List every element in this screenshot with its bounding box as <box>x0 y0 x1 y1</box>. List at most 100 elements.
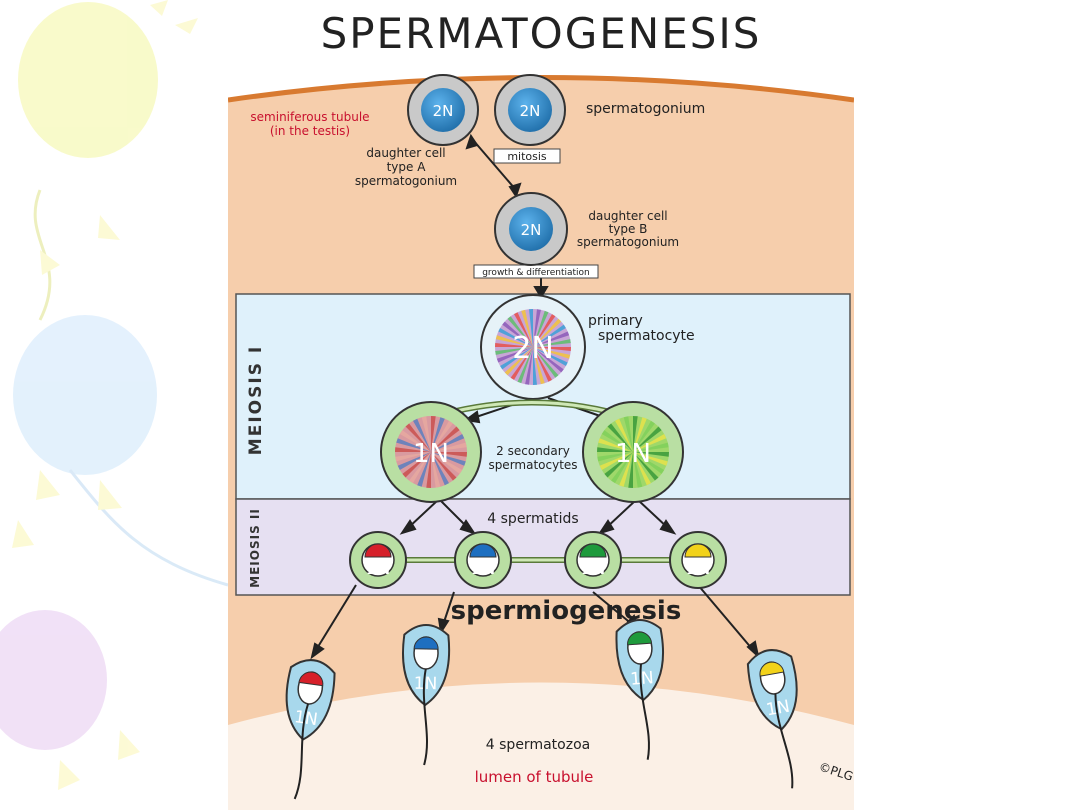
chromosome-pattern <box>431 452 449 486</box>
chromosome-pattern <box>502 321 533 347</box>
chromosome-pattern <box>395 452 431 462</box>
ploidy-label: 1N <box>615 439 651 469</box>
chromosome-pattern <box>533 347 571 359</box>
secondary-spermatocyte-cell-2: 1N <box>582 401 684 503</box>
daughter-a-label-3: spermatogonium <box>355 174 457 188</box>
chromosome-pattern <box>633 452 668 466</box>
spermatozoa-label: 4 spermatozoa <box>486 737 590 753</box>
chromosome-pattern <box>431 417 445 452</box>
chromosome-pattern <box>533 347 571 351</box>
chromosome-pattern <box>633 426 662 452</box>
acrosome-cap <box>627 631 653 646</box>
chromosome-pattern <box>633 452 643 488</box>
chromosome-pattern <box>498 328 533 347</box>
lumen-label: lumen of tubule <box>475 768 594 786</box>
chromosome-pattern <box>619 452 633 487</box>
chromosome-pattern <box>529 309 533 347</box>
chromosome-pattern <box>633 452 651 486</box>
spermatozoon-cell: 1N <box>746 649 798 789</box>
spermatid-cell: 1N <box>564 531 622 589</box>
chromosome-pattern <box>633 420 655 452</box>
chromosome-pattern <box>431 442 467 452</box>
ploidy-label: 1N <box>471 558 496 579</box>
chromosome-pattern <box>507 316 533 347</box>
chromosome-pattern <box>597 447 633 452</box>
chromosome-pattern <box>431 452 463 474</box>
chromosome-pattern <box>615 418 633 452</box>
chromosome-pattern <box>405 423 431 452</box>
meiosis-ii-label: MEIOSIS II <box>248 508 262 588</box>
ploidy-label: 1N <box>293 707 319 730</box>
chromosome-pattern <box>533 347 564 373</box>
chromosome-pattern <box>607 423 633 452</box>
balloon-blue-icon <box>12 315 229 587</box>
ploidy-label: 2N <box>433 102 454 120</box>
chromosome-pattern <box>514 312 533 347</box>
chromosome-pattern <box>417 452 431 487</box>
chromosome-pattern <box>517 347 533 384</box>
primary-label-1: primary <box>588 313 643 329</box>
mitosis-label-box <box>493 148 561 164</box>
acrosome-cap <box>469 543 497 558</box>
chromosome-pattern <box>431 452 457 481</box>
chromosome-pattern <box>431 434 465 452</box>
chromosome-pattern <box>496 347 533 363</box>
chromosome-pattern <box>604 452 633 478</box>
chromosome-pattern <box>495 343 533 347</box>
daughter-a-label-1: daughter cell <box>366 146 445 160</box>
chromosome-pattern <box>396 438 431 452</box>
chromosome-pattern <box>495 347 533 355</box>
chromosome-pattern <box>533 324 566 347</box>
chromosome-pattern <box>525 347 533 385</box>
chromosome-pattern <box>533 309 541 347</box>
chromosome-pattern <box>504 347 533 376</box>
balloon-purple-icon <box>0 610 140 790</box>
chromosome-pattern <box>533 310 549 347</box>
chromosome-pattern <box>533 347 552 382</box>
balloon-yellow-icon <box>18 0 198 321</box>
flagellum <box>422 668 428 766</box>
chromosome-pattern <box>521 309 533 347</box>
ploidy-label: 2N <box>521 221 542 239</box>
acrosome-cap <box>579 543 607 558</box>
spermatozoon-cell: 1N <box>402 624 451 766</box>
secondary-spermatocyte-cell-1: 1N <box>380 401 482 503</box>
chromosome-pattern <box>598 438 633 452</box>
chromosome-pattern <box>633 434 667 452</box>
primary-spermatocyte-cell: 2N <box>480 294 586 400</box>
spermatozoon-cell: 1N <box>285 659 336 800</box>
chromosome-pattern <box>533 318 562 347</box>
chromosome-pattern <box>633 452 665 474</box>
spermatogonium-label: spermatogonium <box>586 101 705 117</box>
daughter-b-label-1: daughter cell <box>588 209 667 223</box>
chromosome-pattern <box>533 331 570 347</box>
chromosome-pattern <box>601 430 633 452</box>
tubule-lumen <box>228 682 854 810</box>
ploidy-label: 1N <box>630 668 655 690</box>
spermatozoon-cell: 1N <box>615 619 664 760</box>
daughter-a-label-2: type A <box>387 160 427 174</box>
secondary-label-1: 2 secondary <box>496 444 570 458</box>
flagellum <box>639 663 650 760</box>
spermatid-cell: 1N <box>349 531 407 589</box>
daughter-b-cell: 2N <box>494 192 568 266</box>
chromosome-pattern <box>431 452 441 488</box>
spermatogonium-cell-a: 2N <box>407 74 479 146</box>
chromosome-pattern <box>633 452 669 457</box>
mitosis-label: mitosis <box>507 150 547 163</box>
chromosome-pattern <box>431 416 436 452</box>
chromosome-pattern <box>402 452 431 478</box>
chromosome-pattern <box>399 430 431 452</box>
chromosome-pattern <box>633 452 659 481</box>
flagellum <box>774 693 794 789</box>
chromosome-pattern <box>533 347 537 385</box>
chromosome-pattern <box>413 418 431 452</box>
chromosome-pattern <box>633 442 669 452</box>
acrosome-cap <box>298 671 324 687</box>
spermatids-label: 4 spermatids <box>487 511 578 527</box>
ploidy-label: 2N <box>520 102 541 120</box>
ploidy-label: 1N <box>414 674 438 694</box>
spermatogonium-cell-b: 2N <box>494 74 566 146</box>
ploidy-label: 1N <box>765 697 792 721</box>
chromosome-pattern <box>599 452 633 470</box>
